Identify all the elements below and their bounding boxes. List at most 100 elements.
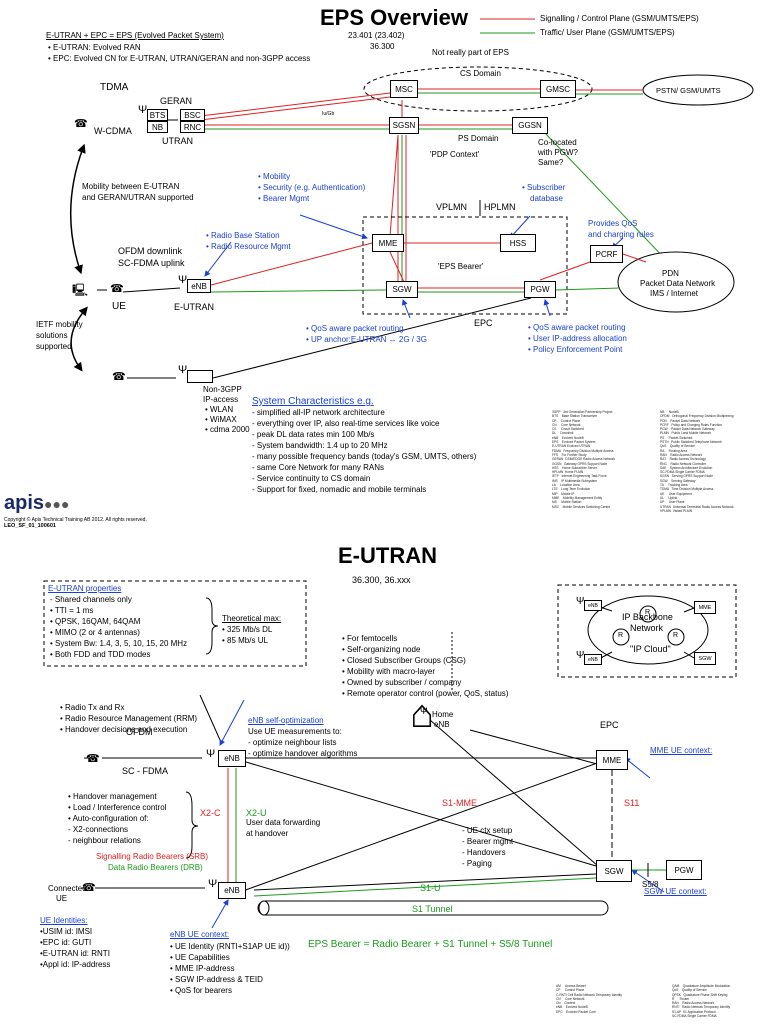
ip-cloud-label: "IP Cloud" (630, 644, 671, 654)
glossary-top-left: 3GPP 3rd Generation Partnership Project … (552, 410, 616, 509)
sys-char-6: - same Core Network for many RANs (252, 463, 385, 472)
sgw-node: SGW (386, 281, 418, 298)
ofdm-label: OFDM (126, 727, 153, 737)
ue-ctx-4: - Paging (462, 859, 492, 868)
sgsn-node: SGSN (389, 117, 419, 134)
router-2-label: R (645, 609, 651, 616)
eutran-label: E-UTRAN (174, 302, 214, 312)
non3gpp-1: Non-3GPP (203, 385, 242, 394)
non3gpp-antenna-icon: Ψ (178, 364, 188, 376)
ue-ctx-2: - Bearer mgmt (462, 837, 514, 846)
eps-bearer-equation: EPS Bearer = Radio Bearer + S1 Tunnel + … (308, 939, 553, 950)
copyright: Copyright © Apis Technical Training AB 2… (4, 517, 147, 523)
props-title: E-UTRAN properties (48, 584, 122, 593)
enb-top-node: eNB (218, 750, 246, 767)
mme-func-1: • Mobility (258, 172, 291, 181)
enb-bottom-node: eNB (218, 882, 246, 899)
vplmn-label: VPLMN (436, 202, 468, 212)
enb-ue-ctx-2: • UE Capabilities (170, 953, 230, 962)
glossary-top-right: NB NodeB OFDM Orthogonal Frequency Divis… (660, 410, 734, 513)
enb-node: eNB (187, 279, 211, 293)
ue-identity-2: •EPC id: GUTI (40, 938, 92, 947)
eutran-definition: • E-UTRAN: Evolved RAN (48, 43, 141, 52)
femto-1: • For femtocells (342, 634, 398, 643)
sys-char-2: - everything over IP, also real-time ser… (252, 419, 440, 428)
connected-ue-1: Connected (48, 884, 87, 893)
theoretical-2: • 85 Mb/s UL (222, 636, 268, 645)
utran-label: UTRAN (162, 136, 193, 146)
ietf-2: solutions (36, 331, 68, 340)
user-data-fwd-1: User data forwarding (246, 818, 321, 827)
legend-traffic: Traffic/ User Plane (GSM/UMTS/EPS) (540, 28, 675, 37)
hplmn-label: HPLMN (484, 202, 516, 212)
iu-label: Iu/Gb (322, 111, 335, 117)
eps-overview-title: EPS Overview (320, 5, 468, 30)
pgw-func-3: • Policy Enforcement Point (528, 345, 623, 354)
self-opt-2: - optimize neighbour lists (248, 738, 337, 747)
router-3-label: R (673, 632, 679, 639)
non3gpp-5: • cdma 2000 (205, 425, 250, 434)
epc-label: EPC (474, 318, 493, 328)
geran-label: GERAN (160, 96, 193, 106)
non3gpp-phone-icon: ☎ (112, 371, 126, 383)
scfdma-uplink: SC-FDMA uplink (118, 258, 185, 268)
home-enb-antenna-icon: Ψ (420, 706, 428, 716)
ue-top-phone-icon: ☎ (86, 753, 100, 765)
router-1-label: R (618, 632, 624, 639)
self-opt-1: Use UE measurements to: (248, 727, 342, 736)
mme-ue-context: MME UE context: (650, 746, 713, 755)
ietf-1: IETF mobility (36, 320, 83, 329)
enb-bottom-antenna-icon: Ψ (208, 878, 218, 890)
cloud-enb2: eNB (584, 654, 602, 665)
apis-logo: apis●●● (4, 492, 70, 514)
rnc-node: RNC (180, 121, 205, 133)
handover-3: • Auto-configuration of: (68, 814, 149, 823)
eps-definition: E-UTRAN + EPC = EPS (Evolved Packet Syst… (46, 31, 224, 40)
spec-ref-1: 23.401 (23.402) (348, 31, 405, 40)
ue-label: UE (112, 301, 126, 312)
enb-ue-ctx-title: eNB UE context: (170, 930, 230, 939)
cloud-sgw: SGW (694, 652, 716, 665)
laptop-icon: 🖳 (72, 283, 89, 297)
mobility-between-2: and GERAN/UTRAN supported (82, 193, 194, 202)
prop-5: • System Bw: 1.4, 3, 5, 10, 15, 20 MHz (50, 639, 188, 648)
phone-icon: ☎ (74, 118, 88, 130)
cloud-mme: MME (694, 601, 716, 614)
gmsc-node: GMSC (540, 80, 576, 98)
sys-char-1: - simplified all-IP network architecture (252, 408, 385, 417)
enb-ue-ctx-3: • MME IP-address (170, 964, 235, 973)
enb-func-b3: • Handover decisions and execution (60, 725, 188, 734)
non3gpp-3: • WLAN (205, 405, 234, 414)
spec-ref-2: 36.300 (370, 42, 395, 51)
handover-5: - neighbour relations (68, 836, 141, 845)
msc-node: MSC (390, 80, 418, 98)
pstn-label: PSTN/ GSM/UMTS (656, 86, 721, 95)
colocated-1: Co-located (538, 138, 577, 147)
ue-phone-icon: ☎ (110, 283, 124, 295)
x2u-label: X2-U (246, 808, 267, 818)
ip-backbone-2: Network (630, 623, 664, 633)
sys-char-3: - peak DL data rates min 100 Mb/s (252, 430, 375, 439)
sys-char-title: System Characteristics e.g. (252, 396, 374, 407)
srb-label: Signalling Radio Bearers (SRB) (96, 852, 209, 861)
subscriber-db-2: database (530, 194, 563, 203)
colocated-3: Same? (538, 158, 564, 167)
pdn-1: PDN (662, 269, 679, 278)
femto-2: • Self-organizing node (342, 645, 421, 654)
s11-label: S11 (624, 798, 640, 808)
theoretical-title: Theoretical max: (222, 614, 282, 623)
pgw-func-2: • User IP-address allocation (528, 334, 627, 343)
mme-node: MME (372, 234, 404, 252)
self-opt-title: eNB self-optimization (248, 716, 324, 725)
femto-4: • Mobility with macro-layer (342, 667, 436, 676)
sgw-func-2: • UP anchor:E-UTRAN ↔ 2G / 3G (306, 335, 427, 344)
bsc-node: BSC (180, 109, 205, 121)
cloud-enb1-antenna-icon: Ψ (576, 596, 585, 607)
user-data-fwd-2: at handover (246, 829, 289, 838)
legend-signalling: Signalling / Control Plane (GSM/UMTS/EPS… (540, 14, 699, 23)
epc-bottom-label: EPC (600, 720, 619, 730)
prop-3: • QPSK, 16QAM, 64QAM (50, 617, 141, 626)
enb-func-2: • Radio Resource Mgmt (206, 242, 291, 251)
colocated-2: with PGW? (538, 148, 579, 157)
